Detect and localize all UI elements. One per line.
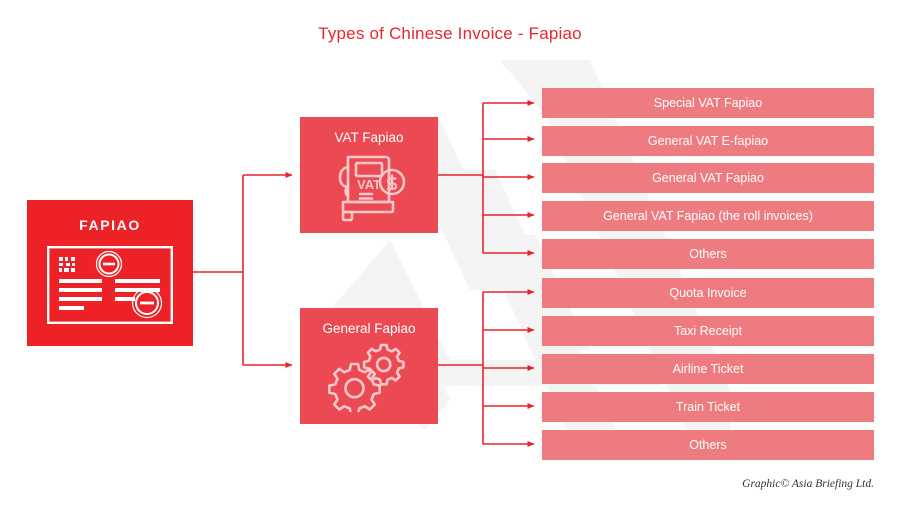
leaf-bar[interactable]: Others: [542, 239, 874, 269]
leaf-bar[interactable]: Special VAT Fapiao: [542, 88, 874, 118]
leaf-bar[interactable]: Others: [542, 430, 874, 460]
page-title: Types of Chinese Invoice - Fapiao: [318, 24, 582, 43]
root-node-label: FAPIAO: [79, 217, 141, 233]
leaf-bar-label: Quota Invoice: [669, 286, 747, 300]
leaf-bar-label: General VAT E-fapiao: [647, 134, 769, 148]
leaf-bar-label: General VAT Fapiao (the roll invoices): [603, 209, 813, 223]
leaf-bar[interactable]: Train Ticket: [542, 392, 874, 422]
invoice-icon: [47, 246, 173, 324]
leaf-bar-label: Special VAT Fapiao: [653, 96, 763, 110]
branch-node-general-fapiao[interactable]: General Fapiao: [300, 308, 438, 424]
leaf-bar-label: Airline Ticket: [672, 362, 744, 376]
leaf-bar[interactable]: General VAT E-fapiao: [542, 126, 874, 156]
leaf-bar-label: Taxi Receipt: [673, 324, 743, 338]
branch-node-label: General Fapiao: [322, 321, 416, 336]
root-node-fapiao[interactable]: FAPIAO: [27, 200, 193, 346]
svg-text:VAT: VAT: [357, 177, 381, 192]
vat-receipt-icon: VAT: [338, 155, 406, 222]
leaf-bar-label: Others: [689, 438, 727, 452]
leaf-bar-label: Train Ticket: [675, 400, 741, 414]
copyright-credit: Graphic© Asia Briefing Ltd.: [742, 478, 874, 490]
branch-node-label: VAT Fapiao: [334, 130, 404, 145]
leaf-bar[interactable]: General VAT Fapiao (the roll invoices): [542, 201, 874, 231]
leaf-bar[interactable]: General VAT Fapiao: [542, 163, 874, 193]
leaf-bar-label: General VAT Fapiao: [652, 171, 764, 185]
leaf-bar[interactable]: Quota Invoice: [542, 278, 874, 308]
branch-node-vat-fapiao[interactable]: VAT Fapiao VAT: [300, 117, 438, 233]
gears-icon: [328, 343, 405, 412]
leaf-bar[interactable]: Taxi Receipt: [542, 316, 874, 346]
leaf-bar-label: Others: [689, 247, 727, 261]
leaf-bar[interactable]: Airline Ticket: [542, 354, 874, 384]
